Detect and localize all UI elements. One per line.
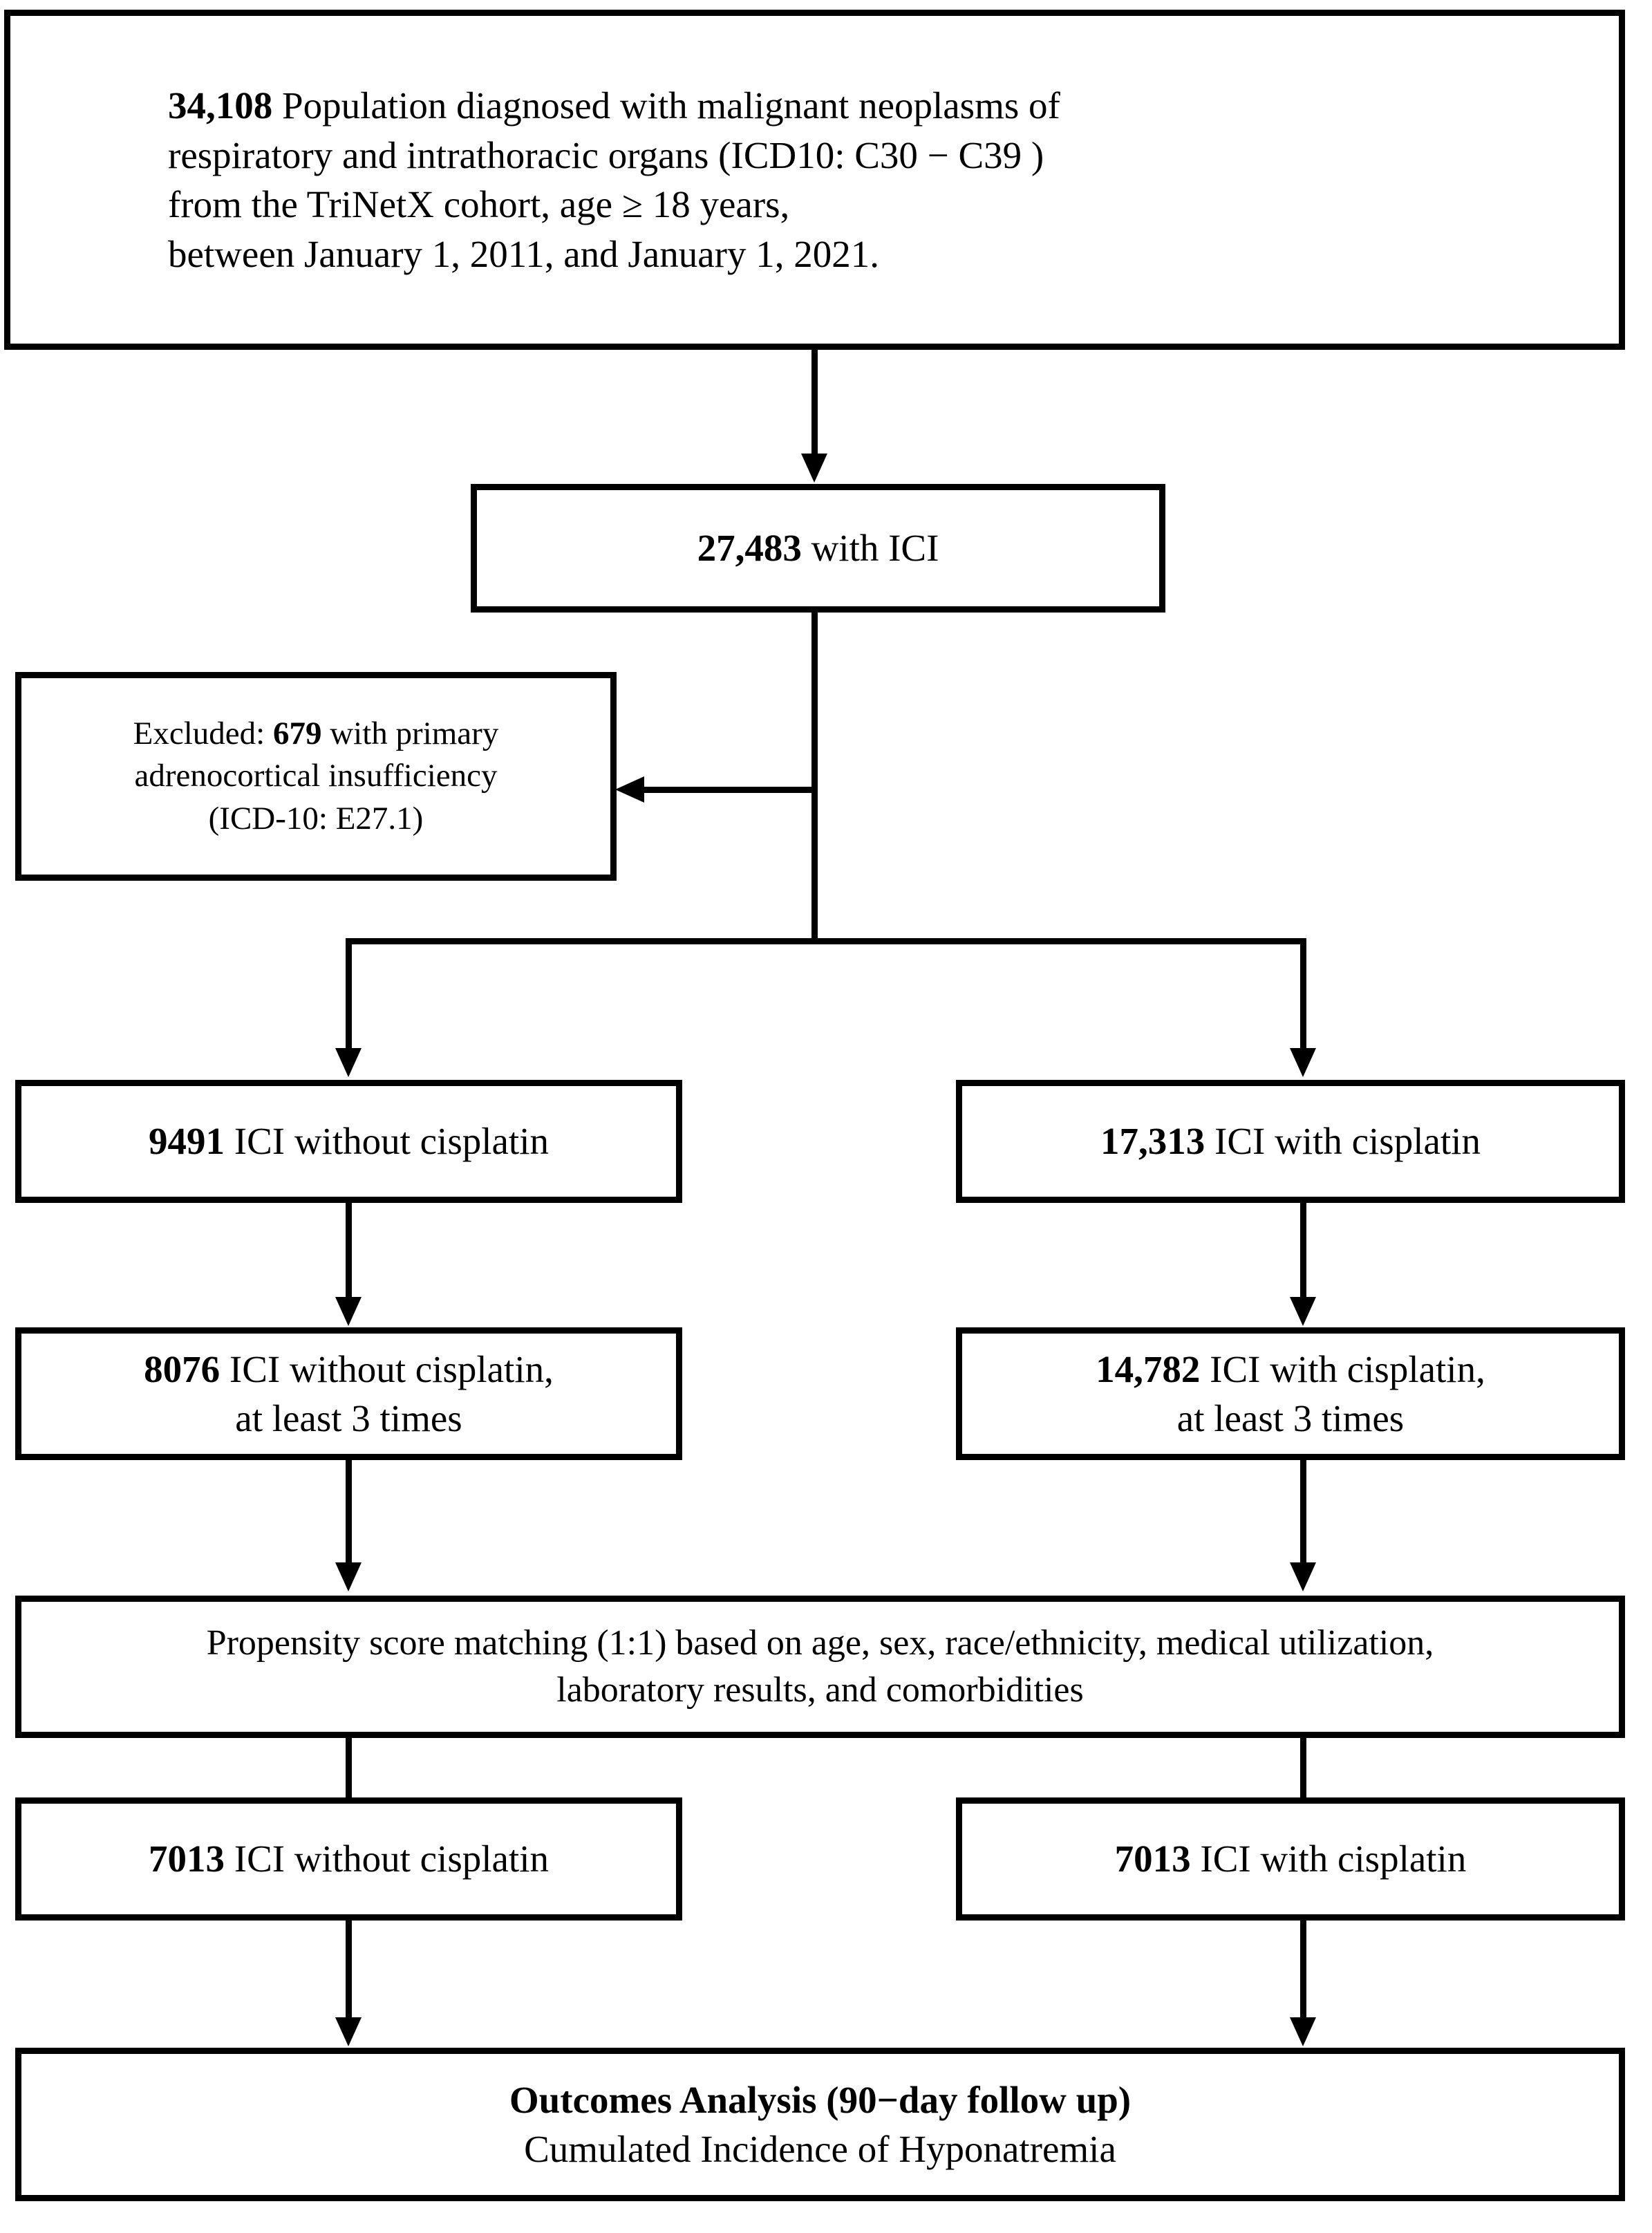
- with3-label: ICI with cisplatin,: [1210, 1347, 1485, 1390]
- connector-source-to-ici-line: [811, 350, 818, 455]
- node-outcomes-analysis: Outcomes Analysis (90−day follow up) Cum…: [15, 2048, 1625, 2201]
- node-propensity-score-matching: Propensity score matching (1:1) based on…: [15, 1596, 1625, 1738]
- matched-with-count: 7013: [1114, 1838, 1191, 1880]
- with3-line-1: 14,782 ICI with cisplatin,: [1096, 1345, 1485, 1394]
- connector-split-left-arrow: [335, 1048, 362, 1077]
- connector-with3-to-psm-line: [1300, 1460, 1306, 1564]
- source-line-3: from the TriNetX cohort, age ≥ 18 years,: [168, 183, 790, 225]
- with-line: 17,313 ICI with cisplatin: [1100, 1116, 1481, 1166]
- connector-with-to-3x-arrow: [1290, 1297, 1316, 1326]
- connector-excluded-arrow: [615, 776, 644, 803]
- connector-matched-without-to-outcomes-line: [346, 1921, 352, 2019]
- connector-without3-to-psm-arrow: [335, 1562, 362, 1591]
- excluded-prefix: Excluded:: [133, 716, 265, 752]
- excluded-line-2: adrenocortical insufficiency: [134, 758, 498, 794]
- with3-count: 14,782: [1096, 1347, 1201, 1390]
- without3-line-2: at least 3 times: [235, 1397, 462, 1439]
- node-ici: 27,483 with ICI: [471, 484, 1165, 613]
- connector-split-bar: [346, 938, 1306, 944]
- outcomes-line-2: Cumulated Incidence of Hyponatremia: [524, 2128, 1116, 2170]
- without3-count: 8076: [144, 1347, 220, 1390]
- with-label: ICI with cisplatin: [1214, 1120, 1481, 1163]
- excluded-line-1: Excluded: 679 with primary: [133, 713, 499, 755]
- node-ici-without-cisplatin: 9491 ICI without cisplatin: [15, 1080, 682, 1203]
- without3-line-1: 8076 ICI without cisplatin,: [144, 1345, 554, 1394]
- connector-ici-trunk: [811, 613, 818, 944]
- node-excluded: Excluded: 679 with primary adrenocortica…: [15, 672, 617, 881]
- with-count: 17,313: [1100, 1120, 1205, 1163]
- connector-without-to-3x-line: [346, 1203, 352, 1298]
- with3-line-2: at least 3 times: [1176, 1397, 1405, 1439]
- connector-matched-with-to-outcomes-line: [1300, 1921, 1306, 2019]
- connector-with-to-3x-line: [1300, 1203, 1306, 1298]
- connector-matched-without-to-outcomes-arrow: [335, 2017, 362, 2046]
- source-line-4: between January 1, 2011, and January 1, …: [168, 232, 879, 275]
- outcomes-line-1: Outcomes Analysis (90−day follow up): [509, 2078, 1132, 2121]
- excluded-label: with primary: [330, 716, 499, 752]
- excluded-line-3: (ICD-10: E27.1): [208, 800, 424, 837]
- matched-without-count: 7013: [149, 1838, 225, 1880]
- psm-line-1: Propensity score matching (1:1) based on…: [206, 1623, 1434, 1663]
- without-label: ICI without cisplatin: [234, 1120, 549, 1163]
- connector-split-right-arrow: [1290, 1048, 1316, 1077]
- psm-line-2: laboratory results, and comorbidities: [556, 1670, 1084, 1710]
- connector-source-to-ici-arrow: [801, 454, 827, 483]
- without3-label: ICI without cisplatin,: [229, 1347, 554, 1390]
- without-line: 9491 ICI without cisplatin: [149, 1116, 549, 1166]
- node-ici-with-cisplatin-3x: 14,782 ICI with cisplatin, at least 3 ti…: [956, 1327, 1625, 1460]
- ici-count: 27,483: [697, 527, 802, 570]
- matched-without-label: ICI without cisplatin: [234, 1838, 549, 1880]
- matched-with-line: 7013 ICI with cisplatin: [1115, 1834, 1467, 1884]
- ici-label: with ICI: [811, 527, 939, 570]
- node-source-population: 34,108 Population diagnosed with maligna…: [4, 10, 1625, 350]
- connector-with3-to-psm-arrow: [1290, 1562, 1316, 1591]
- node-ici-with-cisplatin: 17,313 ICI with cisplatin: [956, 1080, 1625, 1203]
- connector-psm-to-matched-without: [346, 1738, 352, 1802]
- matched-with-label: ICI with cisplatin: [1200, 1838, 1467, 1880]
- source-line-2: respiratory and intrathoracic organs (IC…: [168, 133, 1044, 176]
- connector-split-left-line: [346, 938, 352, 1049]
- without-count: 9491: [149, 1120, 225, 1163]
- source-text-1: Population diagnosed with malignant neop…: [282, 84, 1060, 127]
- node-ici-without-cisplatin-3x: 8076 ICI without cisplatin, at least 3 t…: [15, 1327, 682, 1460]
- connector-matched-with-to-outcomes-arrow: [1290, 2017, 1316, 2046]
- ici-line: 27,483 with ICI: [697, 523, 939, 573]
- excluded-count: 679: [272, 716, 322, 752]
- matched-without-line: 7013 ICI without cisplatin: [149, 1834, 549, 1884]
- connector-without-to-3x-arrow: [335, 1297, 362, 1326]
- connector-psm-to-matched-with: [1300, 1738, 1306, 1802]
- node-matched-with-cisplatin: 7013 ICI with cisplatin: [956, 1797, 1625, 1921]
- source-line-1: 34,108 Population diagnosed with maligna…: [168, 81, 1060, 131]
- connector-without3-to-psm-line: [346, 1460, 352, 1564]
- node-matched-without-cisplatin: 7013 ICI without cisplatin: [15, 1797, 682, 1921]
- connector-split-right-line: [1300, 938, 1306, 1049]
- connector-excluded-line: [644, 787, 814, 793]
- source-count: 34,108: [168, 84, 273, 127]
